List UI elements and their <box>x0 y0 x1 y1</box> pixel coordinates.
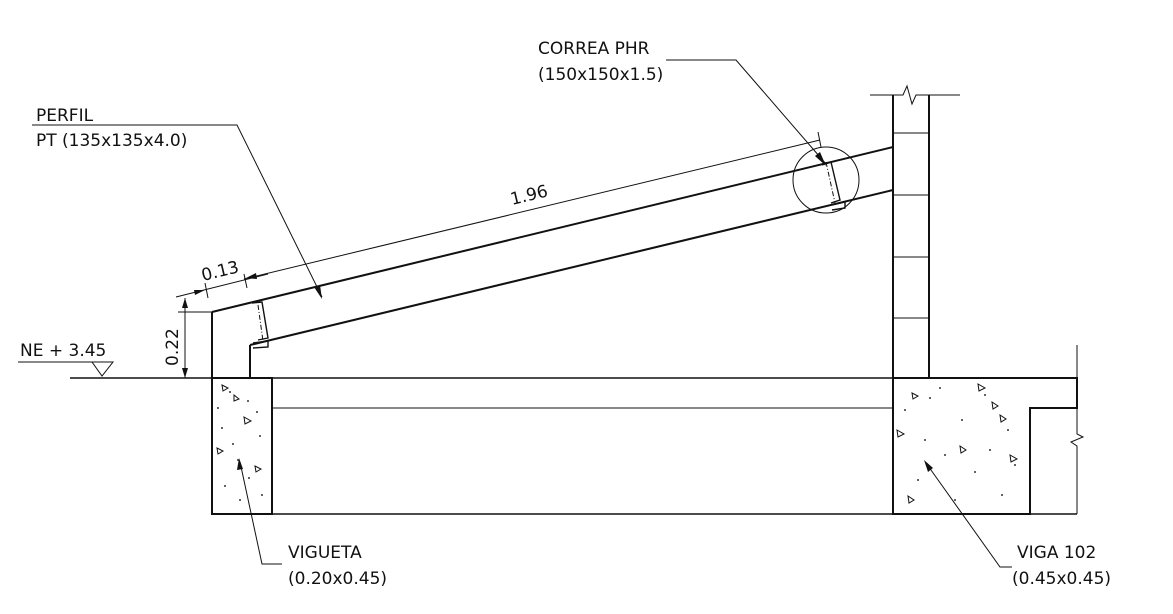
perfil-size: PT (135x135x4.0) <box>36 131 187 151</box>
correa-size: (150x150x1.5) <box>538 65 663 85</box>
viga-title: VIGA 102 <box>1017 543 1096 563</box>
right-purlin-detail <box>792 146 860 214</box>
perfil-leader <box>32 124 323 299</box>
viga-size: (0.45x0.45) <box>1012 569 1111 589</box>
vigueta-section <box>211 377 273 515</box>
viga-leader <box>924 460 1012 568</box>
level-marker <box>18 361 130 379</box>
level-label: NE + 3.45 <box>20 341 106 361</box>
vigueta-title: VIGUETA <box>288 543 362 563</box>
viga-102-section <box>892 345 1085 515</box>
perfil-title: PERFIL <box>36 106 94 126</box>
height-dimension <box>178 298 212 379</box>
correa-title: CORREA PHR <box>538 39 650 59</box>
vigueta-leader <box>237 458 282 565</box>
left-purlin-detail <box>251 301 269 349</box>
vigueta-size: (0.20x0.45) <box>288 569 387 589</box>
height-dimension-label: 0.22 <box>163 328 183 366</box>
offset-dimension-label: 0.13 <box>199 258 241 286</box>
length-dimension <box>243 131 822 280</box>
length-dimension-label: 1.96 <box>508 182 550 210</box>
masonry-wall <box>870 84 960 378</box>
correa-leader <box>666 59 827 166</box>
slab-lines <box>70 377 1077 515</box>
